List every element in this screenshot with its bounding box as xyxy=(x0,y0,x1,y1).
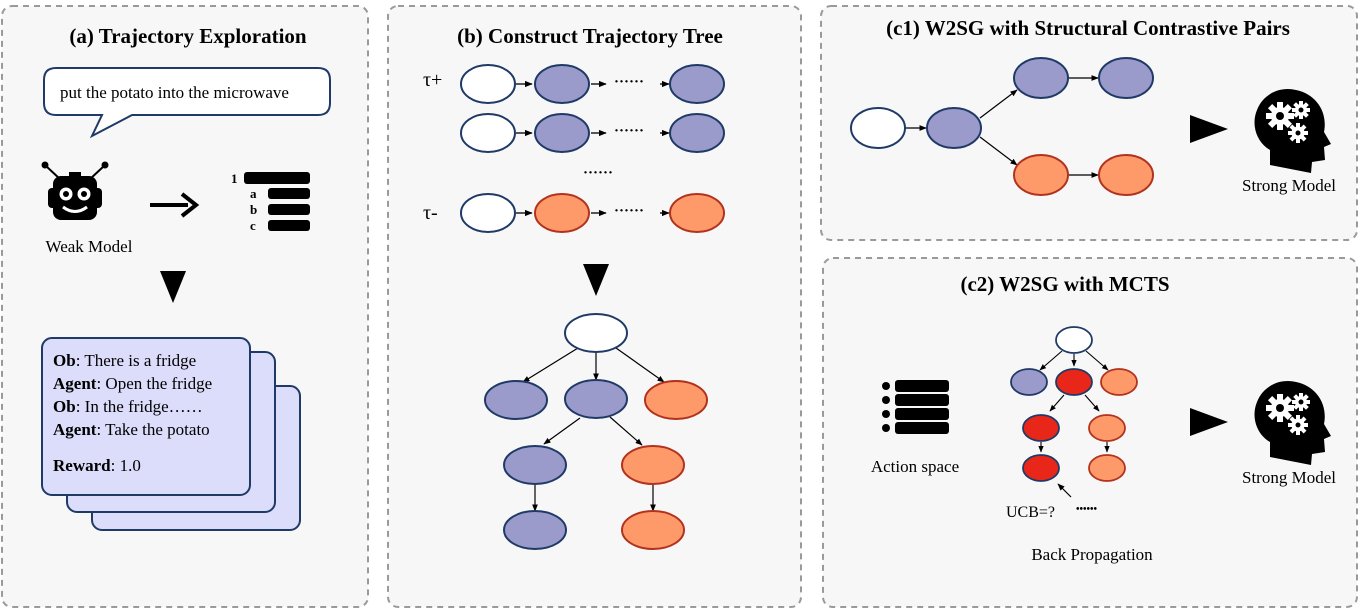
strong-model-label-c2: Strong Model xyxy=(1242,468,1336,487)
list-marker-1: 1 xyxy=(231,171,238,186)
instruction-text: put the potato into the microwave xyxy=(60,83,289,102)
list-marker-a: a xyxy=(250,186,257,201)
weak-to-list-arrow xyxy=(150,192,200,218)
contrastive-pair-graph xyxy=(850,57,1154,196)
trajectory-row-3 xyxy=(460,193,725,233)
back-propagation-label: Back Propagation xyxy=(1031,545,1153,564)
down-triangle-a xyxy=(160,271,186,303)
card-line-1: Ob: There is a fridge xyxy=(53,351,196,370)
action-space-label: Action space xyxy=(871,457,959,476)
strong-model-label-c1: Strong Model xyxy=(1242,176,1336,195)
right-triangle-c2 xyxy=(1190,408,1228,436)
weak-model-label: Weak Model xyxy=(46,237,133,256)
speech-bubble xyxy=(43,67,331,139)
panel-a-title: (a) Trajectory Exploration xyxy=(69,24,306,48)
robot-icon xyxy=(41,161,109,220)
trajectory-row-2 xyxy=(460,113,725,153)
panel-b xyxy=(387,5,802,608)
row-3-ellipsis: ······ xyxy=(614,203,644,219)
panel-c2-title: (c2) W2SG with MCTS xyxy=(960,272,1169,296)
head-gears-icon xyxy=(1254,88,1331,173)
head-gears-icon-2 xyxy=(1254,380,1331,465)
card-line-3: Ob: In the fridge…… xyxy=(53,397,203,416)
card-line-4: Agent: Take the potato xyxy=(53,420,210,439)
card-front xyxy=(41,337,251,496)
action-space-icon xyxy=(882,380,949,434)
ucb-pointer-arrow xyxy=(1057,483,1072,498)
card-line-5: Reward: 1.0 xyxy=(53,456,141,475)
tau-minus-label: τ- xyxy=(423,202,438,224)
list-marker-c: c xyxy=(250,218,256,233)
ucb-label: UCB=? xyxy=(1006,504,1055,521)
list-icon xyxy=(244,172,310,231)
rows-ellipsis: ······ xyxy=(583,165,613,181)
mcts-ellipsis: •••••• xyxy=(1076,504,1098,515)
trajectory-tree xyxy=(484,313,708,550)
row-1-ellipsis: ······ xyxy=(614,74,644,90)
trajectory-row-1 xyxy=(460,64,725,104)
panel-c1 xyxy=(820,5,1358,241)
panel-c1-title: (c1) W2SG with Structural Contrastive Pa… xyxy=(886,16,1290,40)
mcts-tree xyxy=(1010,326,1138,482)
tau-plus-label: τ+ xyxy=(423,69,442,91)
panel-b-title: (b) Construct Trajectory Tree xyxy=(457,24,723,48)
down-triangle-b xyxy=(583,264,609,296)
row-2-ellipsis: ······ xyxy=(614,123,644,139)
list-marker-b: b xyxy=(250,202,257,217)
right-triangle-c1 xyxy=(1190,115,1228,143)
card-line-2: Agent: Open the fridge xyxy=(53,374,212,393)
